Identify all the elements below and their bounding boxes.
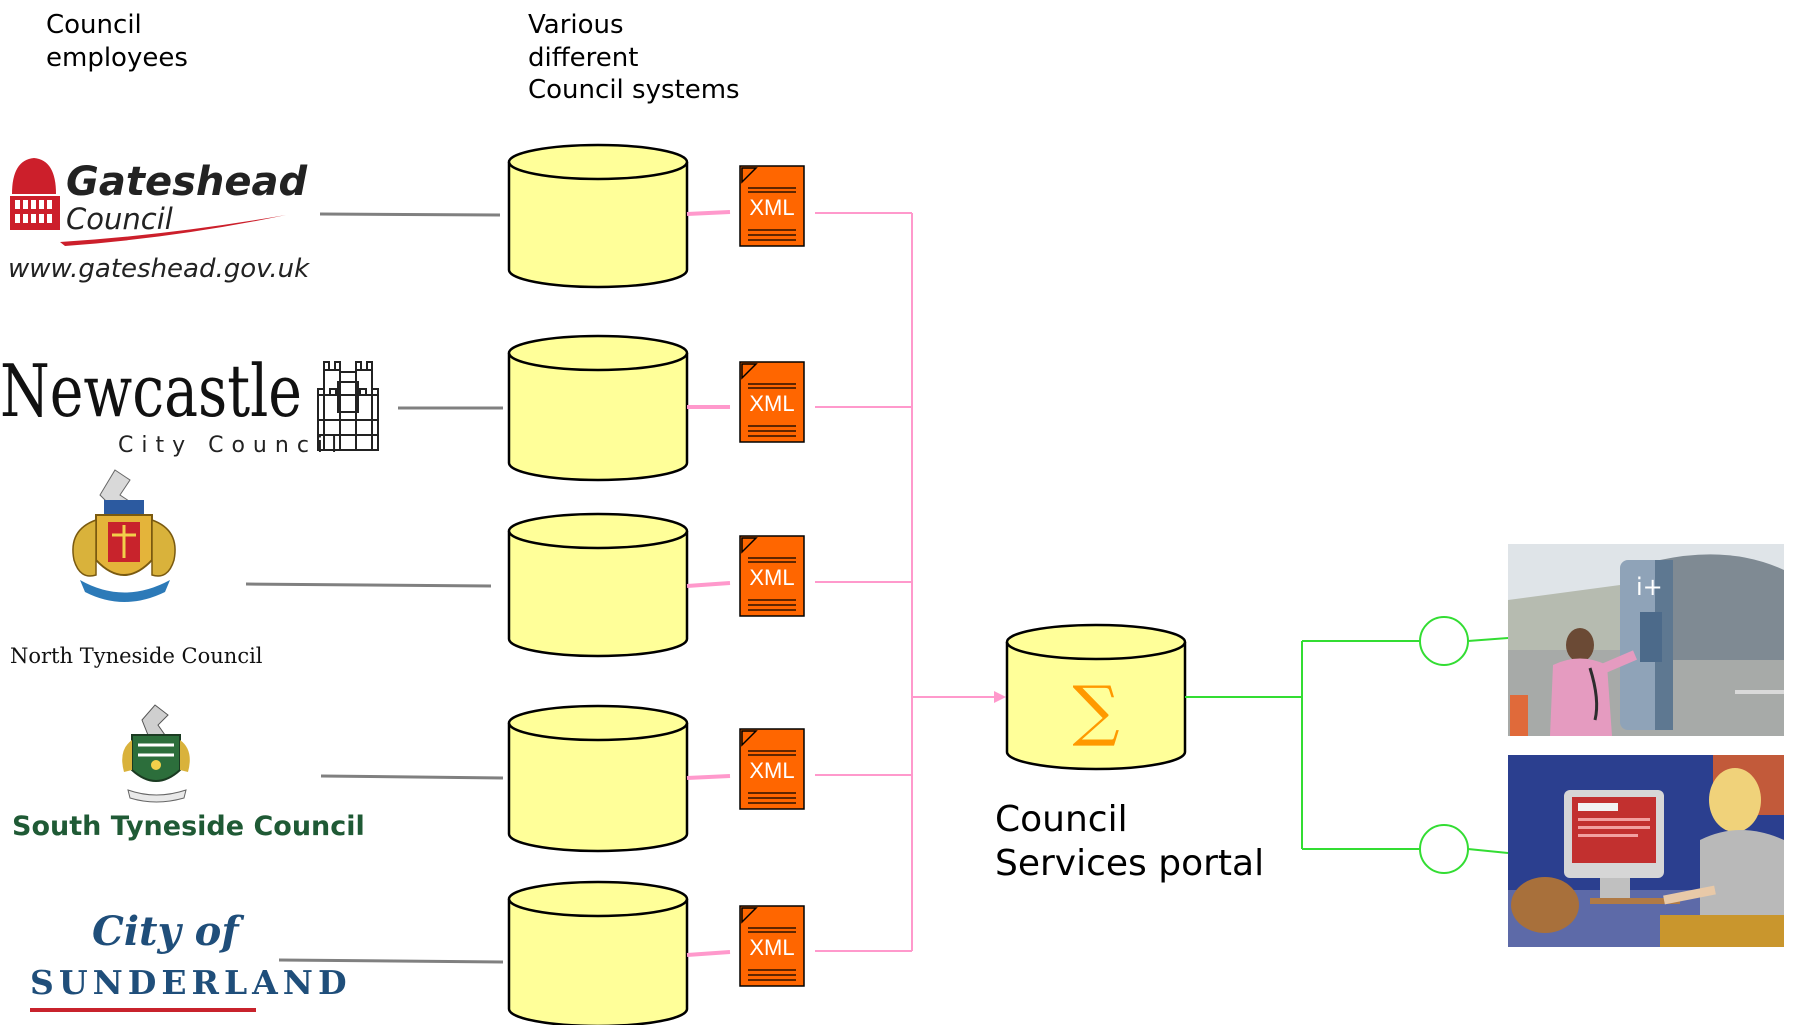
xml-document-icon-1: XML — [739, 165, 805, 247]
xml-document-icon-4: XML — [739, 728, 805, 810]
svg-text:City of: City of — [92, 908, 244, 955]
north-tyneside-connector — [245, 582, 492, 588]
svg-text:City Council: City Council — [118, 433, 345, 458]
svg-text:XML: XML — [749, 565, 794, 590]
portal-output-links — [1185, 616, 1509, 874]
employees-label: Council employees — [46, 10, 188, 73]
svg-text:XML: XML — [749, 758, 794, 783]
tv-viewer-photo — [1508, 755, 1784, 947]
svg-text:Newcastle: Newcastle — [0, 349, 302, 433]
database-cylinder-5 — [507, 880, 689, 1025]
svg-text:XML: XML — [749, 391, 794, 416]
south-tyneside-council-logo: South Tyneside Council — [12, 704, 365, 842]
gateshead-council-logo: Gateshead Council www.gateshead.gov.uk — [8, 158, 310, 284]
svg-text:XML: XML — [749, 195, 794, 220]
svg-text:SUNDERLAND: SUNDERLAND — [30, 963, 352, 1002]
portal-database: ∑ — [1005, 623, 1187, 771]
svg-text:Council: Council — [66, 202, 173, 236]
database-cylinder-1 — [507, 143, 689, 289]
svg-text:XML: XML — [749, 935, 794, 960]
database-cylinder-3 — [507, 512, 689, 658]
gateshead-connector — [319, 212, 501, 217]
north-tyneside-crest: North Tyneside Council — [10, 469, 263, 668]
svg-text:North Tyneside Council: North Tyneside Council — [10, 644, 263, 668]
south-tyneside-connector — [320, 774, 504, 780]
castle-icon — [317, 361, 379, 451]
systems-label: Various different Council systems — [528, 10, 740, 105]
sunderland-connector — [278, 958, 504, 964]
xml-document-icon-2: XML — [739, 361, 805, 443]
sigma-symbol: ∑ — [1072, 672, 1119, 749]
interface-circle-kiosk — [1419, 616, 1469, 666]
db-to-xml-links — [686, 210, 731, 957]
database-cylinder-4 — [507, 704, 689, 853]
xml-to-bus-links — [815, 212, 1006, 952]
database-cylinder-2 — [507, 334, 689, 482]
svg-text:South Tyneside Council: South Tyneside Council — [12, 811, 365, 842]
portal-label: Council Services portal — [995, 799, 1264, 884]
logo-connectors — [245, 212, 504, 964]
interface-circle-tv — [1419, 824, 1469, 874]
svg-text:i+: i+ — [1636, 573, 1663, 601]
xml-document-icon-5: XML — [739, 905, 805, 987]
city-of-sunderland-logo: City of SUNDERLAND — [30, 908, 352, 1012]
kiosk-photo: i+ — [1508, 544, 1784, 736]
svg-text:www.gateshead.gov.uk: www.gateshead.gov.uk — [8, 254, 310, 284]
newcastle-city-council-logo: Newcastle City Council — [0, 349, 379, 458]
xml-document-icon-3: XML — [739, 535, 805, 617]
svg-text:Gateshead: Gateshead — [66, 159, 307, 205]
